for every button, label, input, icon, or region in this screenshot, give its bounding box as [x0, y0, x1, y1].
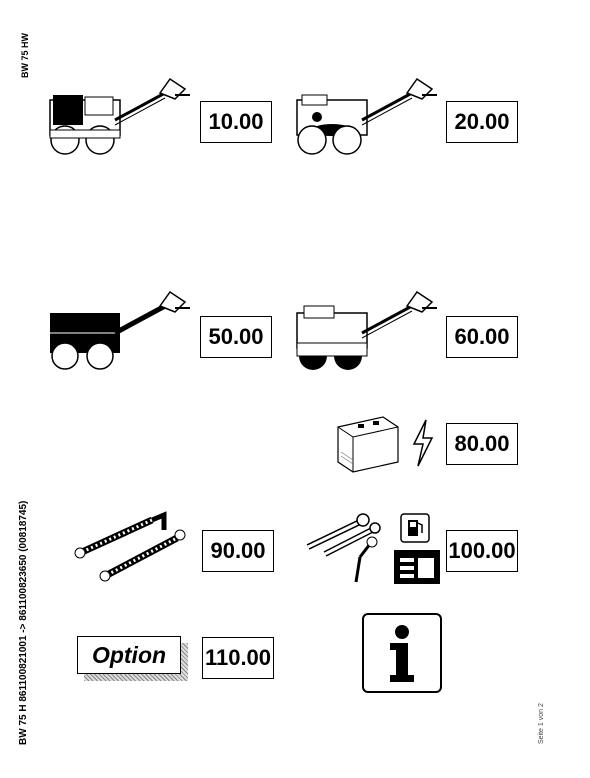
group-label-80[interactable]: 80.00	[446, 423, 518, 465]
nameplate-icon	[394, 550, 440, 584]
fuel-pump-icon	[400, 513, 430, 543]
roller-drums-icon	[296, 290, 437, 370]
option-label[interactable]: Option	[77, 636, 181, 674]
roller-frame-icon	[50, 290, 190, 370]
info-icon[interactable]	[362, 613, 442, 693]
group-label-60[interactable]: 60.00	[446, 316, 518, 358]
group-label-10[interactable]: 10.00	[200, 101, 272, 143]
hydraulic-hoses-icon	[74, 511, 186, 582]
group-label-100[interactable]: 100.00	[446, 530, 518, 572]
battery-icon	[337, 416, 399, 473]
group-label-50[interactable]: 50.00	[200, 316, 272, 358]
model-title: BW 75 HW	[20, 33, 30, 78]
wrench-key-icon	[306, 513, 381, 583]
roller-engine-icon	[49, 77, 190, 155]
group-label-90[interactable]: 90.00	[202, 530, 274, 572]
roller-drive-icon	[296, 77, 437, 155]
group-label-20[interactable]: 20.00	[446, 101, 518, 143]
group-label-110[interactable]: 110.00	[202, 637, 274, 679]
lightning-icon	[412, 419, 434, 467]
info-glyph-icon	[390, 625, 414, 682]
serial-range: BW 75 H 861100821001 -> 861100823650 (00…	[18, 500, 29, 745]
page-note: Seite 1 von 2	[538, 703, 545, 744]
